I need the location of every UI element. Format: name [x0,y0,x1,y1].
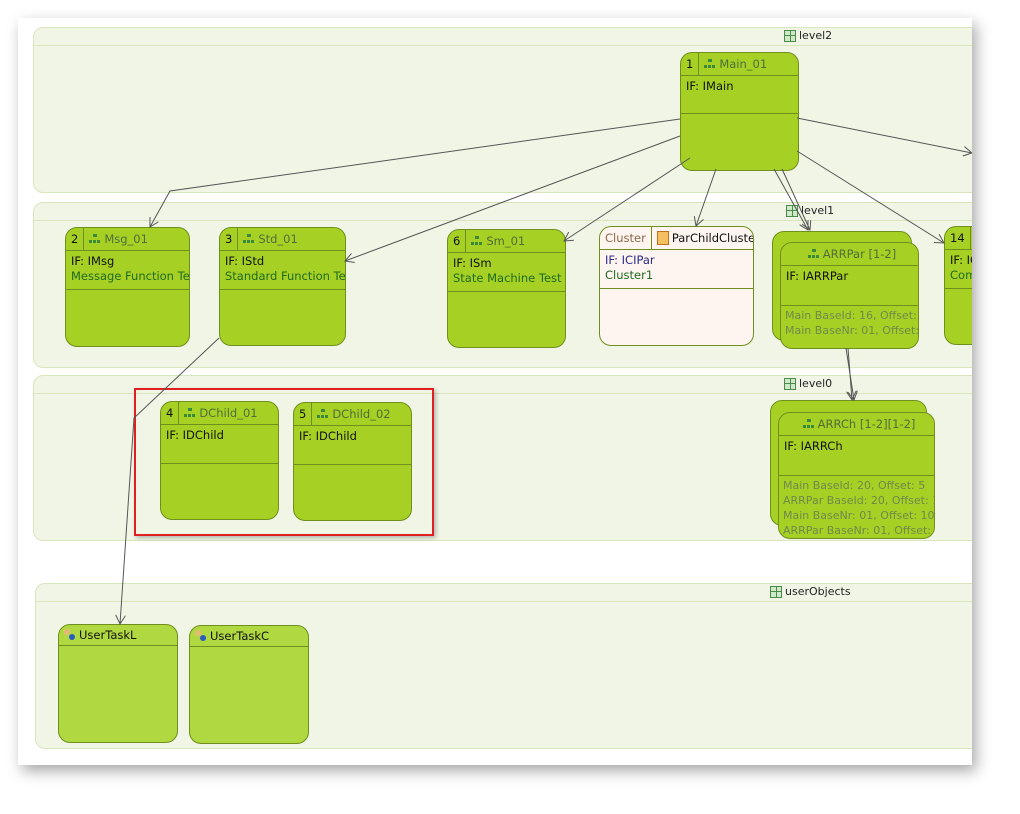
node-number: 2 [66,228,85,250]
node-number: 14 [945,227,971,249]
node-interface: IF: IARRPar [786,269,849,283]
node-main-01[interactable]: 1 Main_01 IF: IMain [680,52,799,171]
node-footer-line: Main BaseId: 20, Offset: 5 [783,479,926,492]
user-task-icon [193,630,207,642]
node-interface: IF: IDChild [299,429,357,443]
node-description: State Machine Test [453,271,562,285]
cluster-tag: Cluster [600,227,652,249]
node-14[interactable]: 14 IF: ICCom [944,226,972,345]
grid-icon [786,204,798,217]
grid-icon [784,377,796,390]
node-footer-line: ARRPar BaseId: 20, Offset: 10 [783,494,935,507]
diagram-canvas[interactable]: level2 level1 level0 userObjects 1 Main_0… [18,18,972,765]
node-name: ParChildCluster [671,231,754,245]
node-number: 3 [220,228,239,250]
node-usertaskl[interactable]: UserTaskL [58,624,178,743]
user-task-icon [62,629,76,641]
hierarchy-icon [243,234,255,244]
level-label: level0 [799,377,833,390]
node-interface: IF: IMain [686,79,734,93]
node-number: 1 [681,53,700,75]
hierarchy-icon [184,408,196,418]
hierarchy-icon [89,234,101,244]
node-footer-line: Main BaseNr: 01, Offset: 10 [783,509,935,522]
node-number: 6 [448,230,467,252]
node-description: Standard Function Test [225,269,346,283]
node-interface: IF: IDChild [166,428,224,442]
node-interface: IF: IC [950,253,972,267]
level2-container[interactable]: level2 [33,27,972,193]
node-interface: IF: IARRCh [784,439,843,453]
node-name: DChild_01 [199,406,258,420]
node-name: Sm_01 [486,234,526,248]
level-label: level1 [801,204,835,217]
hierarchy-icon [317,409,329,419]
node-footer-line: Main BaseId: 16, Offset: 1 [785,309,919,322]
node-description: Message Function Test [71,269,190,283]
hierarchy-icon [704,59,716,69]
grid-icon [784,29,796,42]
node-name: Main_01 [719,57,768,71]
hierarchy-icon [807,249,820,259]
node-name: ARRPar [1-2] [822,247,897,261]
component-icon [656,231,669,245]
node-name: DChild_02 [332,407,391,421]
node-footer-line: Main BaseNr: 01, Offset: 1 [785,324,919,337]
node-description: Com [950,268,972,282]
node-interface: IF: IMsg [71,254,115,268]
node-number: 4 [161,402,180,424]
node-footer-line: ARRPar BaseNr: 01, Offset: 20 [783,524,935,537]
node-arrpar[interactable]: ARRPar [1-2] IF: IARRPar Main BaseId: 16… [780,242,919,349]
node-arrch[interactable]: ARRCh [1-2][1-2] IF: IARRCh Main BaseId:… [778,412,935,539]
node-name: Msg_01 [104,232,148,246]
hierarchy-icon [471,236,483,246]
node-interface: IF: IStd [225,254,265,268]
node-dchild-02[interactable]: 5 DChild_02 IF: IDChild [293,402,412,521]
level-label: userObjects [785,585,851,598]
node-interface: IF: ISm [453,256,492,270]
hierarchy-icon [802,419,815,429]
node-name: UserTaskL [79,628,137,642]
level-label: level2 [799,29,833,42]
node-name: ARRCh [1-2][1-2] [817,417,916,431]
node-dchild-01[interactable]: 4 DChild_01 IF: IDChild [160,401,279,520]
node-number: 5 [294,403,313,425]
node-interface: IF: ICIPar [605,253,655,267]
node-name: Std_01 [258,232,298,246]
node-name: UserTaskC [210,629,270,643]
node-usertaskc[interactable]: UserTaskC [189,625,309,744]
grid-icon [770,585,782,598]
node-description: Cluster1 [605,268,654,282]
